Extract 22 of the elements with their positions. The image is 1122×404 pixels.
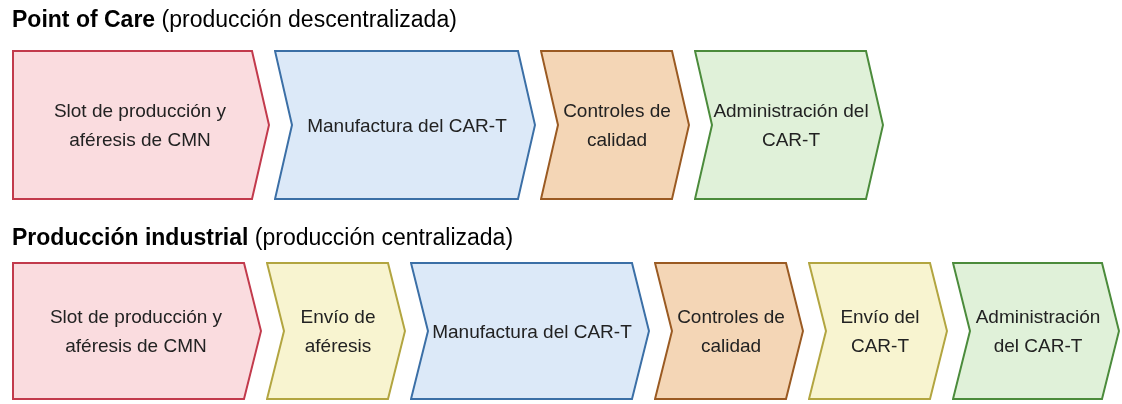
process-step <box>540 50 690 200</box>
process-step <box>808 262 948 400</box>
step-label: Manufactura del CAR-T <box>432 319 632 344</box>
process-step <box>952 262 1120 400</box>
step-label: Manufactura del CAR-T <box>307 113 507 138</box>
row-heading: Point of Care (producción descentralizada) <box>12 8 457 31</box>
step-label: Controles de calidad <box>676 305 786 358</box>
step-label: Slot de producción y aféresis de CMN <box>48 305 224 358</box>
process-step <box>654 262 804 400</box>
step-label: Administración del CAR-T <box>712 99 870 152</box>
step-label: Envío del CAR-T <box>839 305 921 358</box>
step-label: Slot de producción y aféresis de CMN <box>52 99 228 152</box>
process-step <box>266 262 406 400</box>
step-label: Envío de aféresis <box>299 305 377 358</box>
step-label: Administración del CAR-T <box>974 305 1102 358</box>
process-step <box>694 50 884 200</box>
step-label: Controles de calidad <box>562 99 672 152</box>
process-step <box>12 50 270 200</box>
process-step <box>274 50 536 200</box>
row-heading: Producción industrial (producción centralizada) <box>12 226 514 249</box>
process-step <box>12 262 262 400</box>
process-step <box>410 262 650 400</box>
